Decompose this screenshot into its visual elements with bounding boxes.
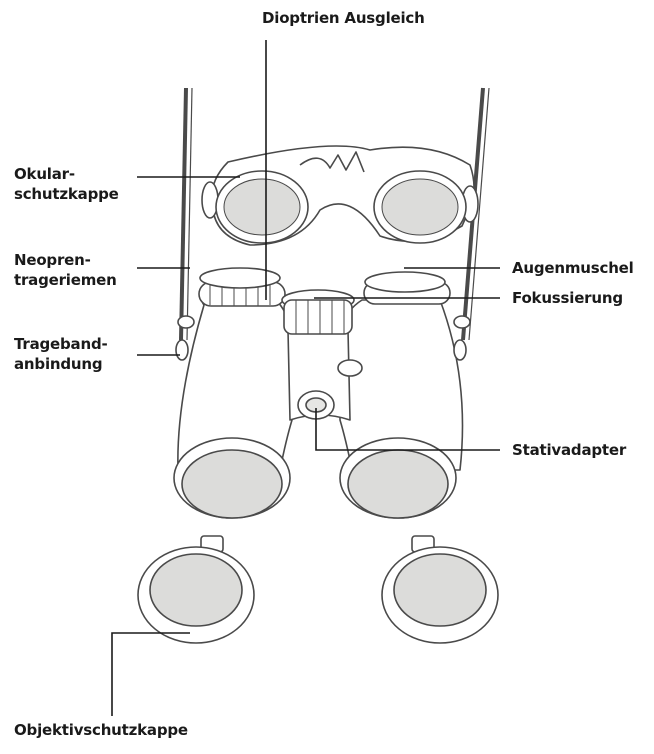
label-okular-line1: Okular- xyxy=(14,165,75,183)
label-okular-line2: schutzkappe xyxy=(14,185,119,203)
strap-connector-right xyxy=(453,315,471,329)
objective-left xyxy=(173,437,291,519)
label-neopren-line1: Neopren- xyxy=(14,251,91,269)
tripod-adapter xyxy=(297,390,335,420)
label-okular: Okular- schutzkappe xyxy=(14,164,119,204)
label-stativadapter: Stativadapter xyxy=(512,440,626,460)
objective-right xyxy=(339,437,457,519)
label-trageband: Trageband- anbindung xyxy=(14,334,108,374)
label-objektiv: Objektivschutzkappe xyxy=(14,720,188,740)
label-objektiv-text: Objektivschutzkappe xyxy=(14,721,188,739)
label-fokussierung: Fokussierung xyxy=(512,288,623,308)
label-augenmuschel: Augenmuschel xyxy=(512,258,634,278)
neoprene-strap-left xyxy=(179,87,193,341)
label-dioptrien-text: Dioptrien Ausgleich xyxy=(262,9,425,27)
objective-cover-left xyxy=(137,535,255,644)
label-trageband-line2: anbindung xyxy=(14,355,103,373)
leader-stativadapter xyxy=(315,408,500,451)
eyepiece-cover xyxy=(201,145,479,246)
label-neopren-line2: trageriemen xyxy=(14,271,117,289)
label-dioptrien: Dioptrien Ausgleich xyxy=(262,8,425,28)
left-barrel xyxy=(177,267,293,471)
label-trageband-line1: Trageband- xyxy=(14,335,108,353)
label-neopren: Neopren- trageriemen xyxy=(14,250,117,290)
label-fokussierung-text: Fokussierung xyxy=(512,289,623,307)
leader-objektiv xyxy=(111,632,190,716)
strap-connector-left xyxy=(177,315,195,329)
label-augenmuschel-text: Augenmuschel xyxy=(512,259,634,277)
objective-cover-right xyxy=(381,535,499,644)
label-stativadapter-text: Stativadapter xyxy=(512,441,627,459)
